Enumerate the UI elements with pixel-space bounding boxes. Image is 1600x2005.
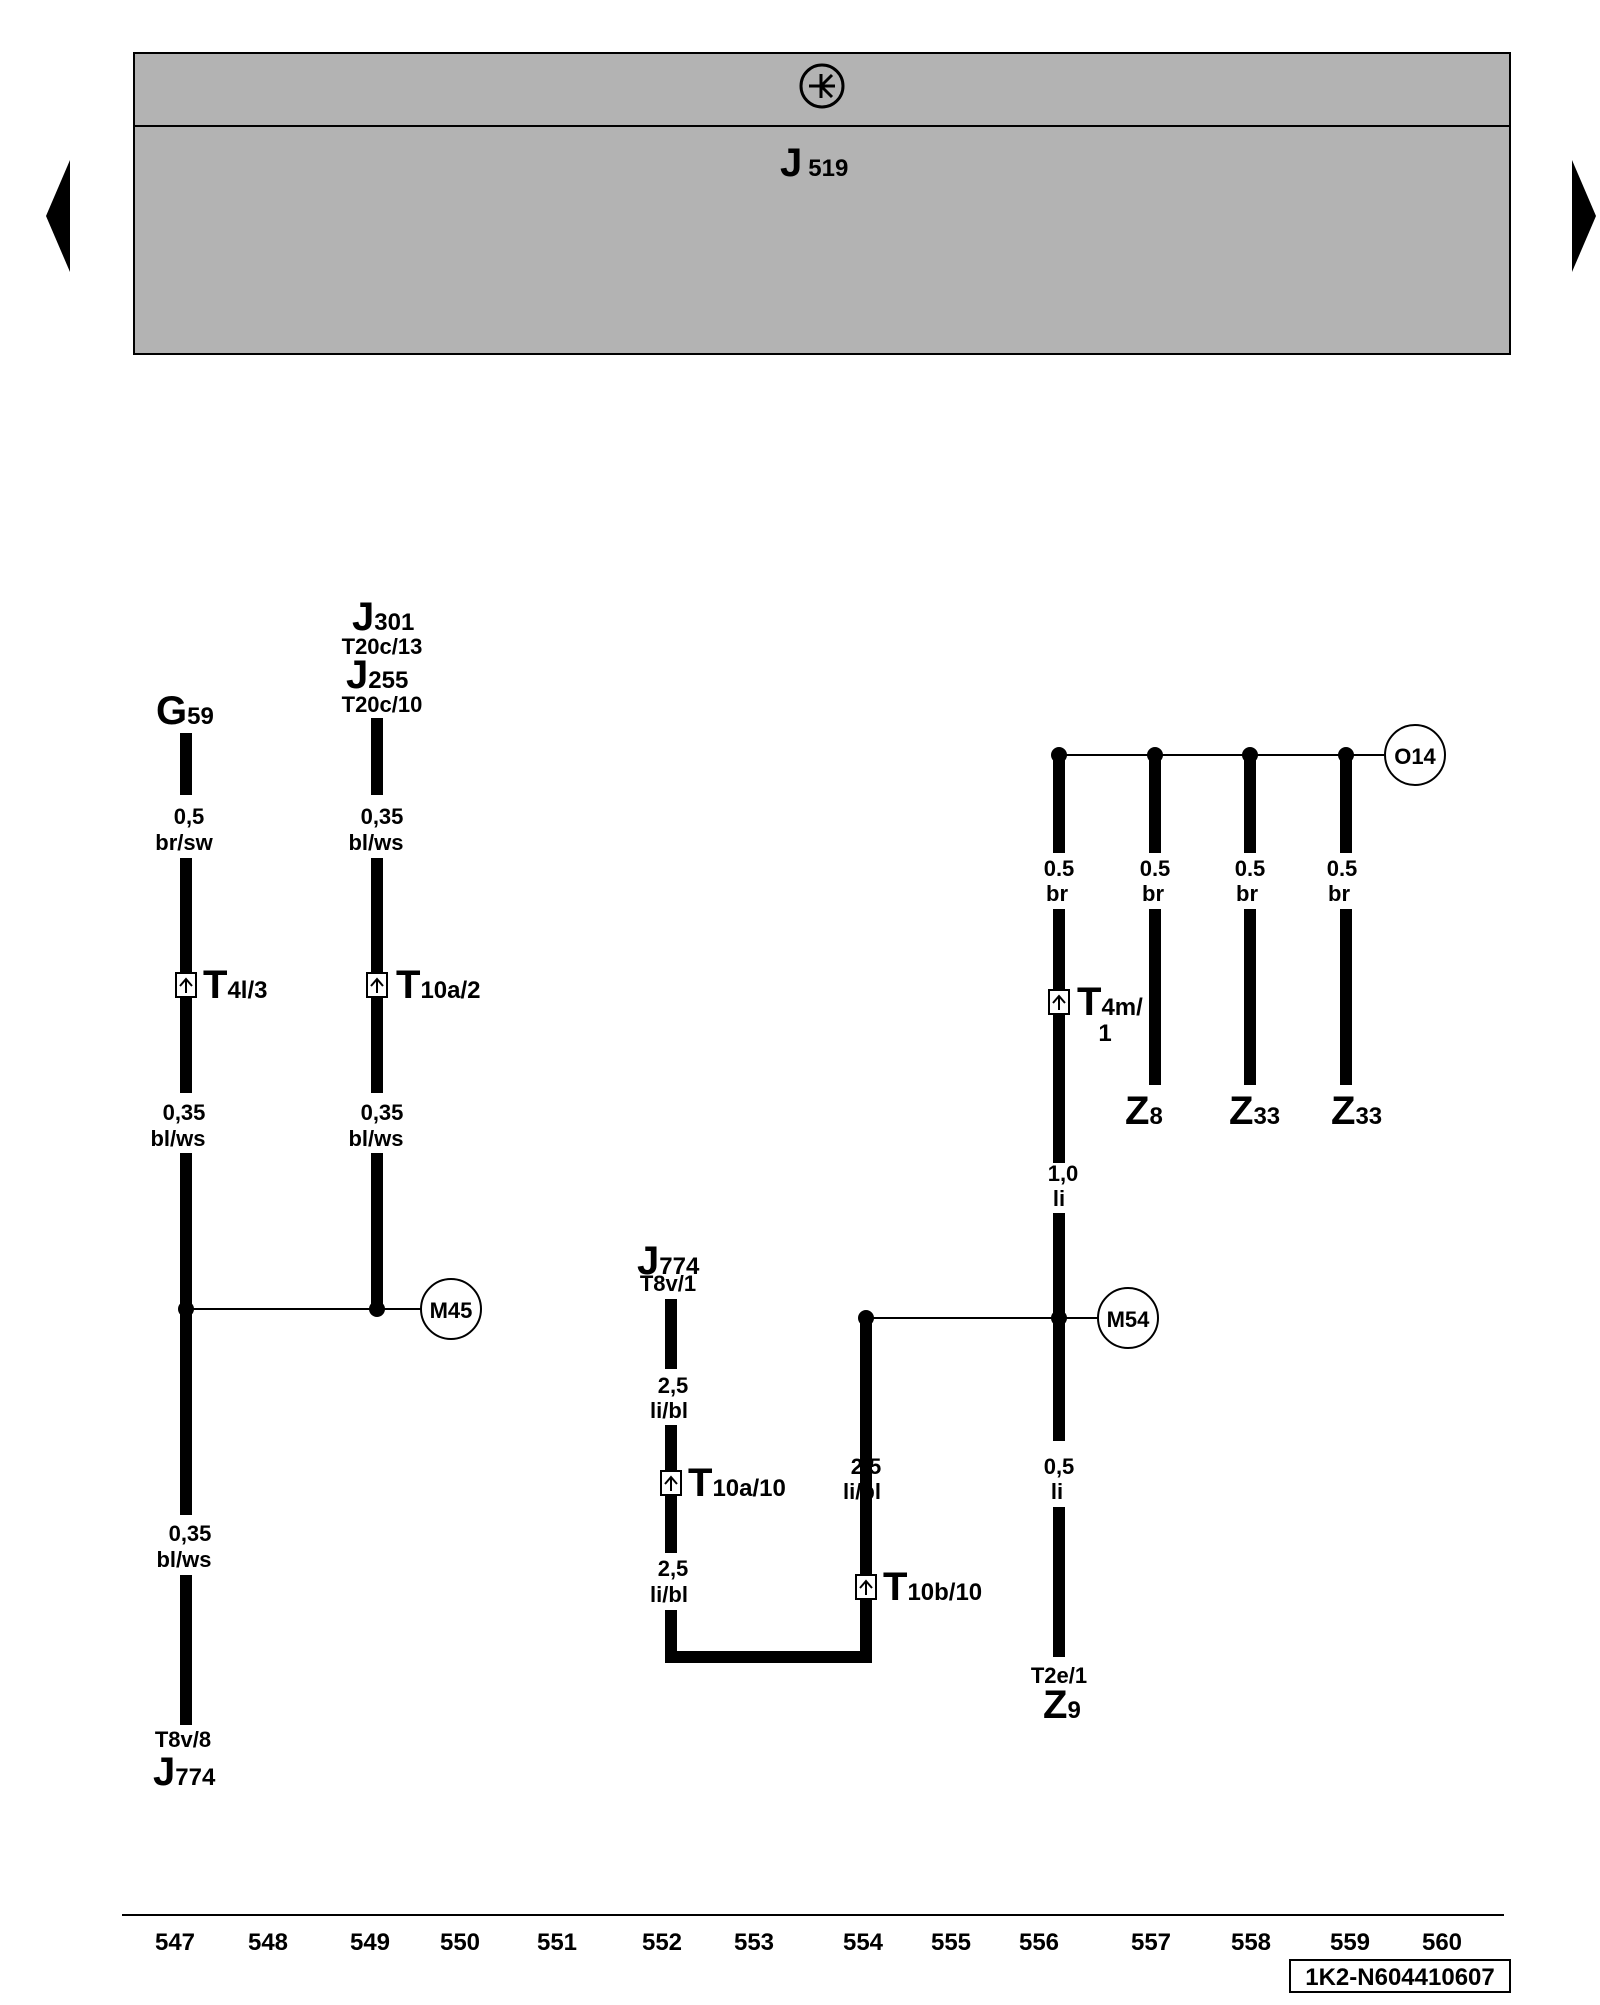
wire-label-color: bl/ws [348, 1126, 403, 1151]
prev-page-arrow-icon[interactable] [46, 160, 70, 272]
wire-label-size: 2,5 [658, 1373, 689, 1398]
wire-label-color: br [1328, 881, 1350, 906]
connector-t4m1: T4m/ [1077, 980, 1143, 1024]
component-z33: Z33 [1229, 1089, 1280, 1133]
component-j301: J301 [352, 595, 414, 639]
component-j774: J774 [153, 1750, 216, 1794]
wire-label-size: 0.5 [1044, 856, 1075, 881]
ground-label-m54: M54 [1107, 1307, 1151, 1332]
column-number: 552 [642, 1929, 682, 1956]
pin-t20c13: T20c/13 [342, 634, 423, 659]
wire-label-size: 0,35 [169, 1521, 212, 1546]
wire-label-color: br [1142, 881, 1164, 906]
ground-label-m45: M45 [430, 1298, 473, 1323]
wire-label-size: 2,5 [851, 1454, 882, 1479]
pin-t8v1: T8v/1 [640, 1271, 696, 1296]
column-numbers: 547 548 549 550 551 552 553 554 555 556 557 558 559 5… [155, 1929, 1462, 1956]
connector-t10a10: T10a/10 [688, 1461, 786, 1505]
column-number: 551 [537, 1929, 577, 1956]
circuit-j774-mid: J774 T8v/1 2,5 li/bl T10a/10 2,5 li/bl 2… [637, 1239, 982, 1663]
component-g59: G59 [156, 689, 214, 733]
wire-label-color: bl/ws [156, 1547, 211, 1572]
doc-id: 1K2-N604410607 [1305, 1964, 1494, 1991]
column-number: 548 [248, 1929, 288, 1956]
column-number: 560 [1422, 1929, 1462, 1956]
wire-label-color: bl/ws [150, 1126, 205, 1151]
wire-label-size: 0.5 [1140, 856, 1171, 881]
column-number: 547 [155, 1929, 195, 1956]
column-number: 553 [734, 1929, 774, 1956]
wire-label-color: li [1053, 1186, 1065, 1211]
column-number: 556 [1019, 1929, 1059, 1956]
connector-t10b10: T10b/10 [883, 1565, 982, 1609]
column-number: 559 [1330, 1929, 1370, 1956]
next-page-arrow-icon[interactable] [1572, 160, 1596, 272]
column-number: 557 [1131, 1929, 1171, 1956]
circuit-z33-b: 0.5 br Z33 [1327, 755, 1382, 1133]
column-number: 555 [931, 1929, 971, 1956]
connector-symbol-icon [1048, 989, 1070, 1015]
connector-symbol-icon [855, 1574, 877, 1600]
component-z9: Z9 [1043, 1683, 1081, 1727]
component-j774-mid: J774 [637, 1239, 700, 1283]
wire-label-color: li/bl [650, 1398, 688, 1423]
wire-label-color: bl/ws [348, 830, 403, 855]
circuit-z9: 0.5 br T4m/ 1 1,0 li 0,5 li T2e/1 Z9 [1031, 755, 1143, 1727]
ground-m45: M45 [178, 1278, 482, 1340]
wire-label-size: 0,5 [1044, 1454, 1075, 1479]
connector-symbol-icon [660, 1470, 682, 1496]
column-number: 558 [1231, 1929, 1271, 1956]
wire-label-size: 0,35 [163, 1100, 206, 1125]
doc-id-box: 1K2-N604410607 [1289, 1959, 1511, 1993]
connector-t4m1-line2: 1 [1098, 1020, 1111, 1047]
wire-label-color: li/bl [650, 1582, 688, 1607]
wire-label-color: li [1051, 1479, 1063, 1504]
connector-t4l3: T4l/3 [203, 963, 267, 1007]
wire-label-color: br/sw [155, 830, 213, 855]
wire-label-size: 1,0 [1048, 1161, 1079, 1186]
wire-label-color: br [1236, 881, 1258, 906]
wire-label-color: li/bl [843, 1479, 881, 1504]
wire-label-size: 0,5 [174, 804, 205, 829]
ground-m54: M54 [858, 1287, 1159, 1349]
circuit-g59: G59 0,5 br/sw T4l/3 0,35 bl/ws 0,35 bl/w… [150, 689, 267, 1794]
wire-label-size: 0.5 [1327, 856, 1358, 881]
column-number: 550 [440, 1929, 480, 1956]
column-number: 549 [350, 1929, 390, 1956]
pin-t8v8: T8v/8 [155, 1727, 211, 1752]
connector-symbol-icon [366, 972, 388, 998]
wire-label-size: 0.5 [1235, 856, 1266, 881]
pin-t2e1: T2e/1 [1031, 1663, 1087, 1688]
connector-symbol-icon [175, 972, 197, 998]
column-number: 554 [843, 1929, 884, 1956]
ground-symbol-icon [799, 63, 845, 109]
wire-label-color: br [1046, 881, 1068, 906]
component-z8: Z8 [1125, 1089, 1163, 1133]
circuit-j301-j255: J301 T20c/13 J255 T20c/10 0,35 bl/ws T10… [342, 595, 481, 1309]
circuit-z8: 0.5 br Z8 [1125, 755, 1170, 1133]
circuit-z33-a: 0.5 br Z33 [1229, 755, 1280, 1133]
wire-label-size: 2,5 [658, 1556, 689, 1581]
component-j255: J255 [346, 653, 408, 697]
pin-t20c10: T20c/10 [342, 692, 423, 717]
ground-label-o14: O14 [1394, 744, 1436, 769]
component-z33: Z33 [1331, 1089, 1382, 1133]
wire-label-size: 0,35 [361, 804, 404, 829]
wire-label-size: 0,35 [361, 1100, 404, 1125]
connector-t10a2: T10a/2 [396, 963, 481, 1007]
